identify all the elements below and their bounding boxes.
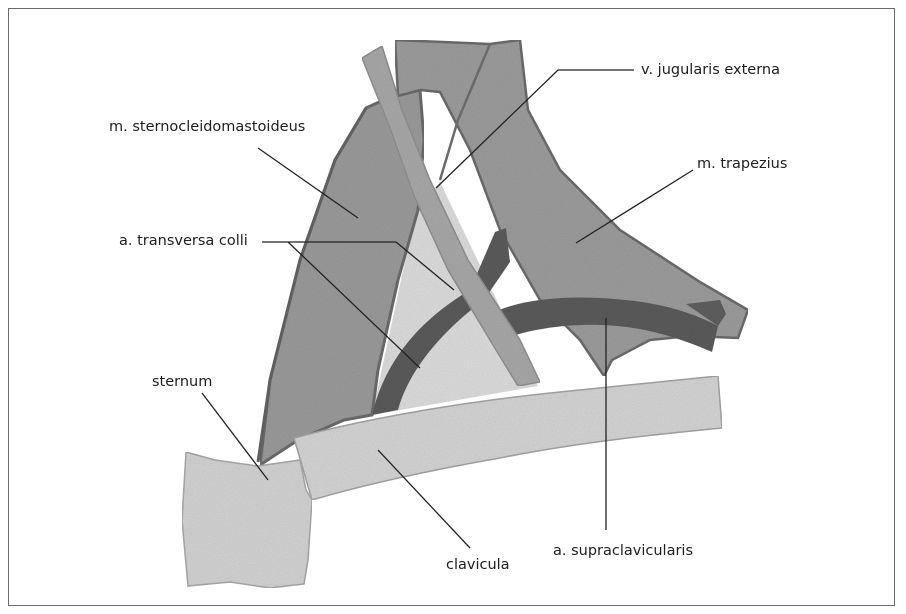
sternum-bone (182, 452, 312, 588)
label-supraclavicularis: a. supraclavicularis (553, 542, 693, 560)
label-jugularis-externa: v. jugularis externa (641, 61, 780, 79)
label-transversa-colli: a. transversa colli (119, 232, 248, 250)
label-trapezius: m. trapezius (697, 155, 787, 173)
label-sternum: sternum (152, 373, 212, 391)
label-sternocleidomastoideus: m. sternocleidomastoideus (109, 118, 305, 136)
label-clavicula: clavicula (446, 556, 510, 574)
